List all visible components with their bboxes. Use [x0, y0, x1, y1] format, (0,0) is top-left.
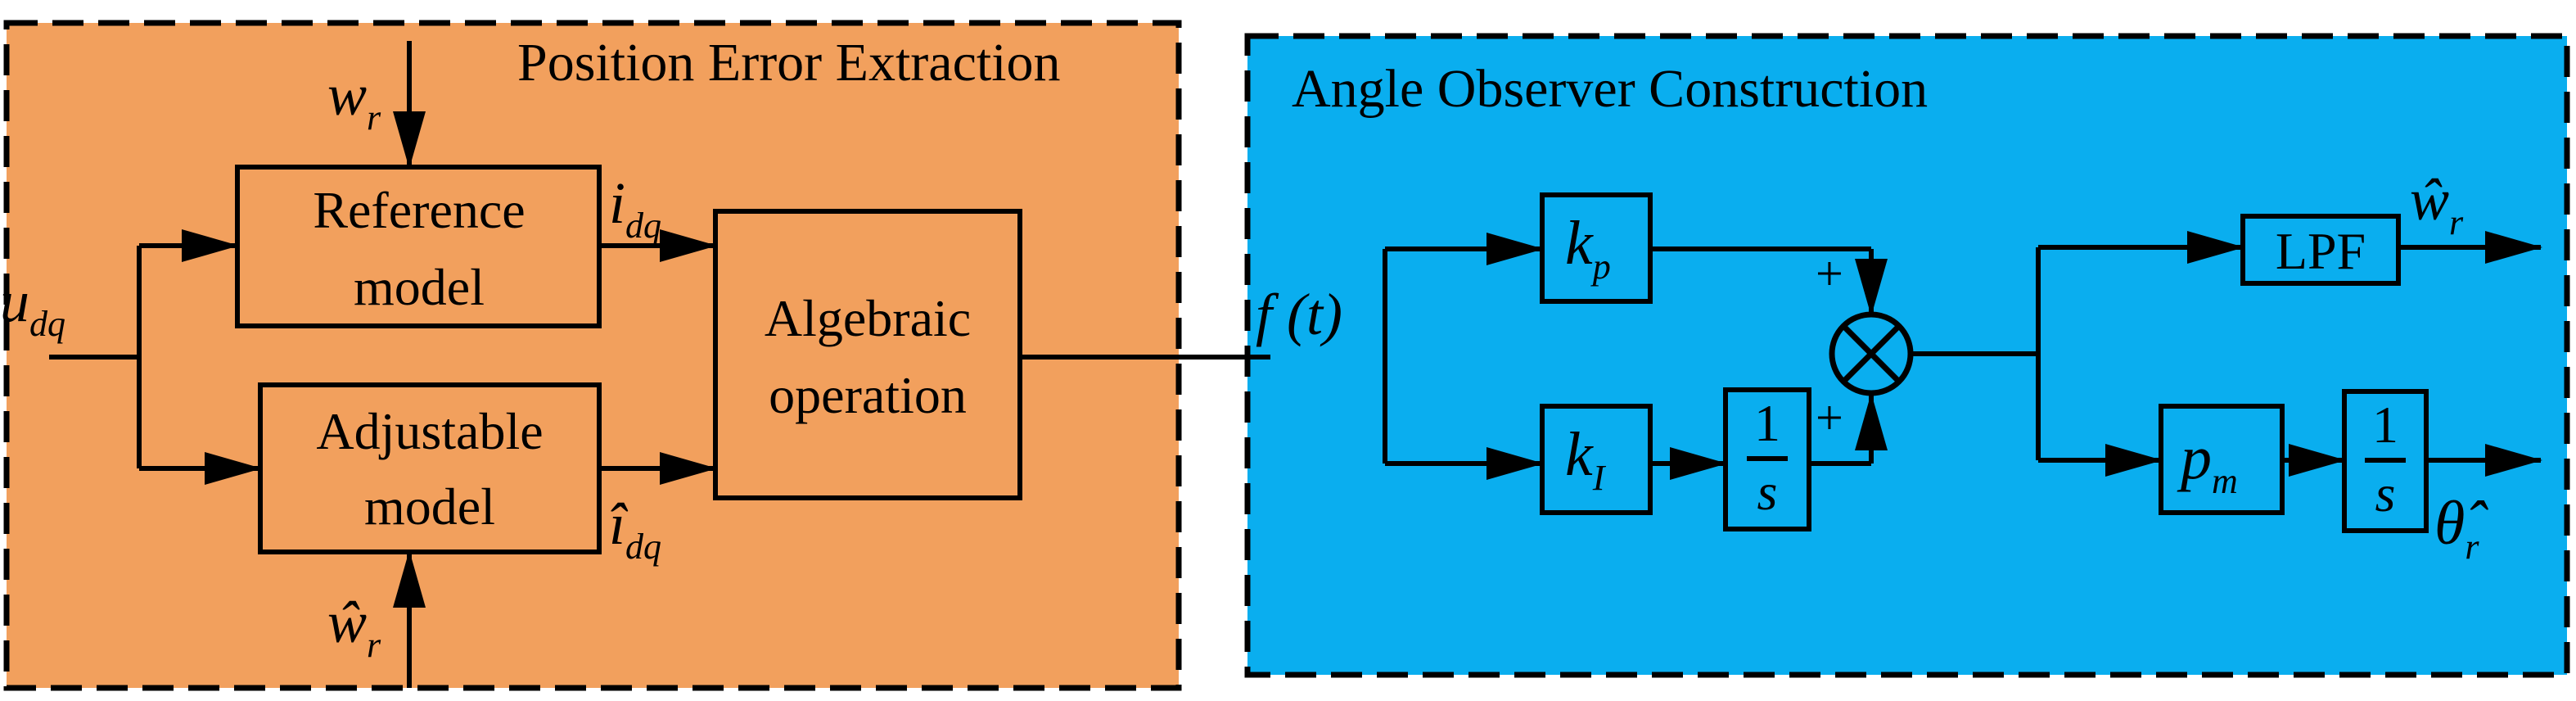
- algebraic-operation-label-2: operation: [769, 366, 967, 424]
- plus-top-sign: +: [1816, 246, 1843, 301]
- integrator-1-block: [1723, 387, 1811, 531]
- ki-gain-block: [1540, 404, 1653, 515]
- integrator-1-num: 1: [1754, 394, 1780, 452]
- wr-top-label: wr: [327, 62, 381, 138]
- ki-label: kI: [1565, 420, 1607, 498]
- pm-label: pm: [2177, 423, 2238, 501]
- position-error-extraction-region: [3, 20, 1182, 691]
- adjustable-model-label-1: Adjustable: [316, 402, 543, 460]
- algebraic-operation-label-1: Algebraic: [765, 289, 971, 347]
- plus-bottom-sign: +: [1816, 391, 1843, 445]
- reference-model-label-1: Reference: [313, 181, 525, 239]
- right-region-title: Angle Observer Construction: [1292, 59, 1928, 119]
- kp-label: kp: [1565, 209, 1611, 287]
- integrator-2-den: s: [2375, 464, 2396, 522]
- left-region-title: Position Error Extraction: [517, 33, 1061, 93]
- i-dq-label: idq: [609, 170, 661, 246]
- u-dq-label: udq: [0, 269, 65, 344]
- f-t-label: f (t): [1256, 282, 1342, 347]
- adjustable-model-label-2: model: [364, 477, 495, 536]
- integrator-2-num: 1: [2372, 396, 2398, 454]
- angle-observer-construction-region: [1244, 33, 2570, 678]
- integrator-1-den: s: [1757, 463, 1778, 521]
- i-dq-hat-label: îdq: [609, 491, 661, 567]
- lpf-label: LPF: [2276, 222, 2366, 280]
- wr-hat-output-label: ŵr: [2410, 167, 2464, 242]
- wr-hat-bottom-label: ŵr: [327, 590, 381, 665]
- reference-model-label-2: model: [354, 258, 485, 316]
